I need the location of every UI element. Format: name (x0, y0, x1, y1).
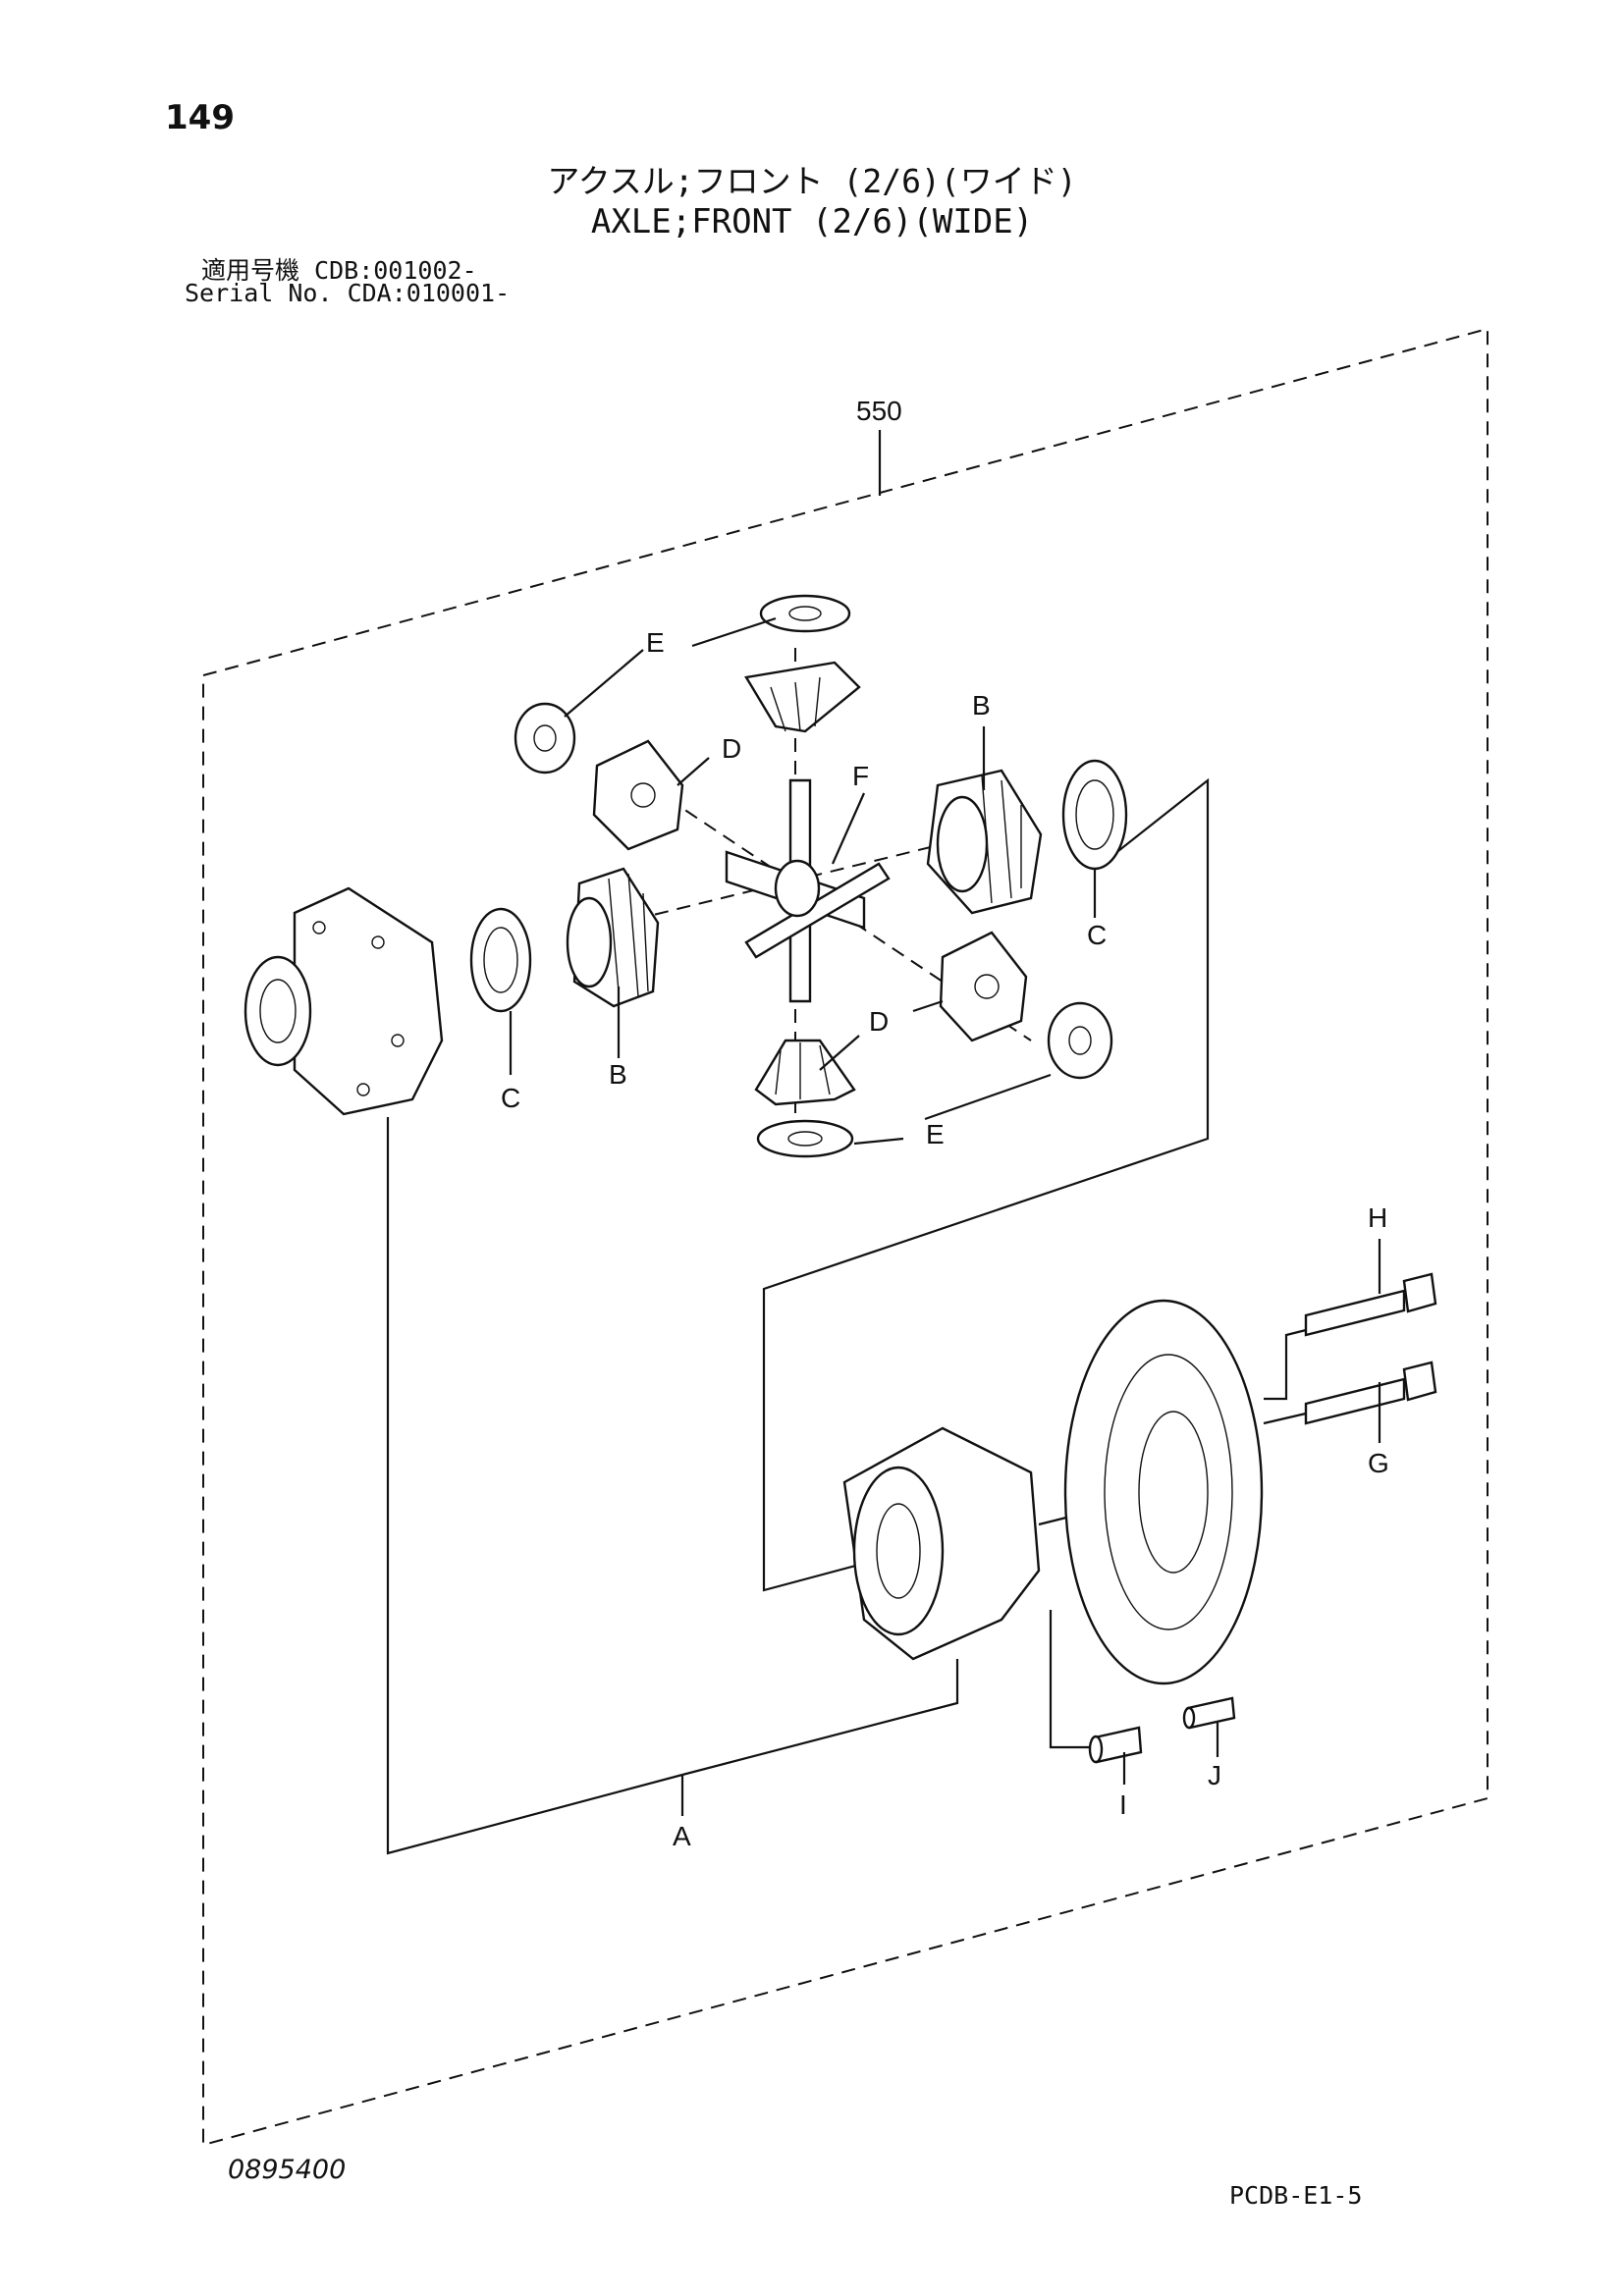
callout-c-right: C (1087, 920, 1107, 950)
differential-case-half (244, 886, 444, 1116)
side-gear-b-left (566, 867, 660, 1008)
washer-e-left (514, 702, 576, 774)
serial-applicable-line: 適用号機 CDB:001002- (201, 256, 477, 285)
leader-e-left (564, 649, 644, 718)
guide-line-case-a (681, 1659, 959, 1777)
pinion-gear-d-lower-right (939, 931, 1028, 1042)
bolt-h (1304, 1272, 1437, 1337)
callout-a: A (673, 1821, 691, 1851)
spring-pin-j (1182, 1696, 1236, 1730)
leader-e-right (924, 1073, 1052, 1121)
callout-j: J (1208, 1760, 1221, 1790)
callout-b-left: B (609, 1059, 627, 1090)
callout-d-lower: D (869, 1006, 889, 1037)
callout-e-top: E (646, 627, 665, 658)
thrust-washer-c-left (469, 907, 532, 1013)
document-code: 0895400 (228, 2155, 347, 2185)
guide-line-right (762, 777, 1210, 1592)
ring-gear (1063, 1299, 1264, 1685)
guide-line-bolt-h (1264, 1328, 1307, 1401)
pinion-gear-d-upper-left (592, 739, 684, 851)
callout-c-left: C (501, 1083, 520, 1113)
washer-e-right (1047, 1001, 1113, 1080)
title-english: AXLE;FRONT (2/6)(WIDE) (590, 202, 1034, 241)
page-number: 149 (165, 98, 235, 137)
leader-e-top (691, 616, 777, 648)
callout-i: I (1119, 1789, 1127, 1820)
washer-e-bottom (756, 1119, 854, 1158)
washer-e-top (759, 594, 851, 633)
assembly-boundary-550 (202, 327, 1489, 2147)
side-gear-b-right (926, 769, 1043, 915)
guide-line-bolt-g (1263, 1412, 1307, 1425)
pin-i (1088, 1726, 1143, 1764)
leader-f (831, 792, 866, 865)
callout-g: G (1368, 1448, 1389, 1478)
differential-case-a (842, 1426, 1041, 1661)
callout-d-upper: D (722, 733, 741, 764)
leader-d-upper (677, 757, 710, 786)
title-japanese: アクスル;フロント (2/6)(ワイド) (547, 162, 1077, 200)
leader-e-bottom (853, 1137, 904, 1146)
callout-h: H (1368, 1202, 1387, 1233)
page-code: PCDB-E1-5 (1229, 2181, 1363, 2210)
pinion-gear-d-top (744, 661, 861, 733)
spider-cross-f (725, 778, 891, 1003)
guide-line-pin (1049, 1610, 1100, 1749)
callout-f: F (852, 761, 869, 791)
pinion-gear-d-bottom (754, 1039, 856, 1106)
callout-e-bottom: E (926, 1119, 945, 1149)
callout-550: 550 (856, 396, 902, 426)
leader-d-lower (819, 1035, 860, 1071)
thrust-washer-c-right (1061, 759, 1128, 871)
callout-b-right: B (972, 690, 991, 721)
guide-line-left (386, 1117, 683, 1855)
serial-number-line: Serial No. CDA:010001- (185, 279, 511, 307)
leader-d-lower-gear (912, 999, 944, 1013)
bolt-g (1304, 1361, 1437, 1425)
